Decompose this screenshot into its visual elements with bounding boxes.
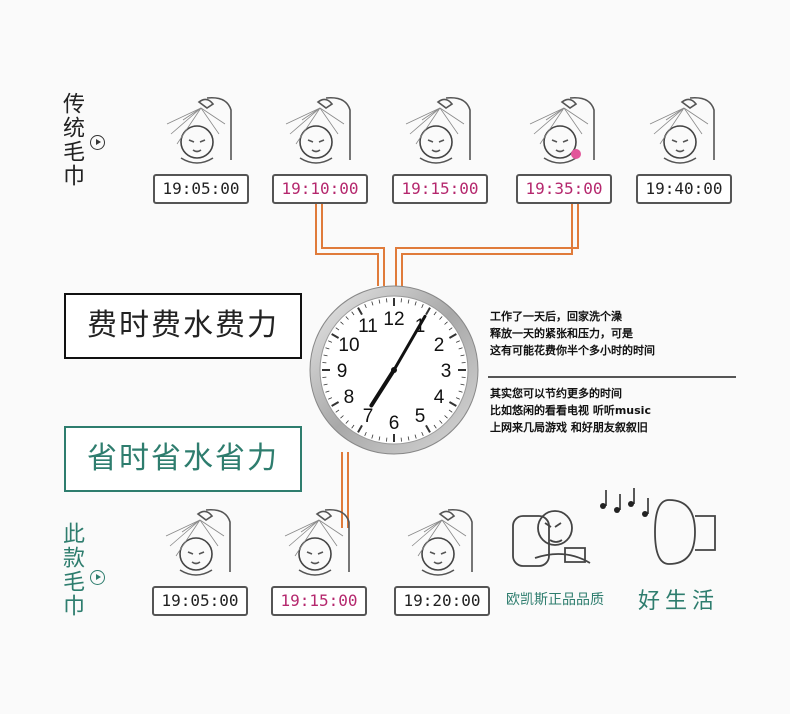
time-label: 19:15:00 xyxy=(392,174,488,204)
clock-tick xyxy=(425,424,431,433)
clock-tick xyxy=(364,304,367,309)
clock-number: 10 xyxy=(338,335,359,356)
shower-scene: 19:15:00 xyxy=(392,94,488,204)
time-label: 19:10:00 xyxy=(272,174,368,204)
clock-tick xyxy=(455,397,460,400)
shower-scene: 19:35:00 xyxy=(516,94,612,204)
clock-tick xyxy=(439,316,443,320)
clock-tick xyxy=(378,436,381,441)
clock-tick xyxy=(340,415,344,419)
para-line: 上网来几局游戏 和好朋友叙叙旧 xyxy=(490,421,648,434)
clock-tick xyxy=(448,401,457,407)
para-line: 比如悠闲的看看电视 听听music xyxy=(490,404,651,417)
benefit-paragraph: 其实您可以节约更多的时间 比如悠闲的看看电视 听听music 上网来几局游戏 和… xyxy=(490,385,651,436)
clock-tick xyxy=(448,327,453,331)
clock-tick xyxy=(328,397,333,400)
traditional-towel-label: 传统毛巾 xyxy=(59,92,84,188)
this-towel-label: 此款毛巾 xyxy=(59,522,84,618)
clock-number: 4 xyxy=(434,387,445,408)
clock-tick xyxy=(325,347,330,350)
clock-tick xyxy=(455,340,460,343)
clock-tick xyxy=(460,354,465,357)
time-label: 19:40:00 xyxy=(636,174,732,204)
clock-tick xyxy=(460,383,465,386)
clock-tick xyxy=(328,340,333,343)
divider xyxy=(488,376,736,378)
clock-tick xyxy=(345,316,349,320)
clock-tick xyxy=(331,401,340,407)
time-label: 19:35:00 xyxy=(516,174,612,204)
clock-number: 7 xyxy=(363,406,374,427)
clock-tick xyxy=(351,424,355,429)
clock-tick xyxy=(433,424,437,429)
clock-tick xyxy=(439,420,443,424)
clock-tick xyxy=(444,415,448,419)
shower-scene: 19:05:00 xyxy=(152,506,248,616)
clock-tick xyxy=(345,420,349,424)
clock-tick xyxy=(414,301,417,306)
clock-tick xyxy=(323,383,328,386)
clock-tick xyxy=(335,327,340,331)
arrow-right-icon[interactable] xyxy=(90,135,105,150)
clock-tick xyxy=(414,434,417,439)
clock-number: 2 xyxy=(434,335,445,356)
save-time-box: 省时省水省力 xyxy=(64,426,302,492)
clock-tick xyxy=(407,436,410,441)
clock-number: 5 xyxy=(415,406,426,427)
para-line: 释放一天的紧张和压力，可是 xyxy=(490,327,633,340)
clock-tick xyxy=(378,299,381,304)
clock-tick xyxy=(335,409,340,413)
clock-tick xyxy=(325,390,330,393)
para-line: 工作了一天后，回家洗个澡 xyxy=(490,310,622,323)
time-label: 19:20:00 xyxy=(394,586,490,616)
clock-tick xyxy=(444,321,448,325)
slogan-text: 好生活 xyxy=(638,589,720,614)
time-label: 19:05:00 xyxy=(152,586,248,616)
clock-tick xyxy=(351,311,355,316)
clock-tick xyxy=(421,304,424,309)
brand-quality-text: 欧凯斯正品品质 xyxy=(506,592,604,608)
clock-tick xyxy=(425,307,431,316)
intro-paragraph: 工作了一天后，回家洗个澡 释放一天的紧张和压力，可是 这有可能花费你半个多小时的… xyxy=(490,308,655,359)
wall-clock: 121234567891011 xyxy=(309,285,479,455)
clock-number: 8 xyxy=(344,387,355,408)
time-label: 19:15:00 xyxy=(271,586,367,616)
para-line: 其实您可以节约更多的时间 xyxy=(490,387,622,400)
para-line: 这有可能花费你半个多小时的时间 xyxy=(490,344,655,357)
waste-time-box: 费时费水费力 xyxy=(64,293,302,359)
shower-scene: 19:40:00 xyxy=(636,94,732,204)
hour-hand xyxy=(369,368,396,408)
shower-scene: 19:20:00 xyxy=(394,506,490,616)
clock-tick xyxy=(364,431,367,436)
clock-tick xyxy=(331,333,340,339)
clock-tick xyxy=(421,431,424,436)
minute-hand xyxy=(392,314,427,372)
clock-number: 12 xyxy=(383,309,404,330)
clock-tick xyxy=(357,307,363,316)
clock-number: 9 xyxy=(337,361,348,382)
arrow-right-icon[interactable] xyxy=(90,570,105,585)
relaxing-person-illustration xyxy=(512,488,716,567)
time-label: 19:05:00 xyxy=(153,174,249,204)
clock-tick xyxy=(357,424,363,433)
clock-number: 3 xyxy=(441,361,452,382)
clock-tick xyxy=(458,390,463,393)
clock-tick xyxy=(448,409,453,413)
clock-tick xyxy=(371,301,374,306)
clock-tick xyxy=(407,299,410,304)
clock-tick xyxy=(340,321,344,325)
clock-number: 11 xyxy=(358,316,378,337)
shower-scene: 19:15:00 xyxy=(271,506,367,616)
clock-tick xyxy=(448,333,457,339)
clock-tick xyxy=(458,347,463,350)
clock-tick xyxy=(433,311,437,316)
clock-tick xyxy=(371,434,374,439)
clock-tick xyxy=(323,354,328,357)
shower-scene: 19:05:00 xyxy=(153,94,249,204)
shower-scene: 19:10:00 xyxy=(272,94,368,204)
clock-number: 6 xyxy=(389,413,400,434)
